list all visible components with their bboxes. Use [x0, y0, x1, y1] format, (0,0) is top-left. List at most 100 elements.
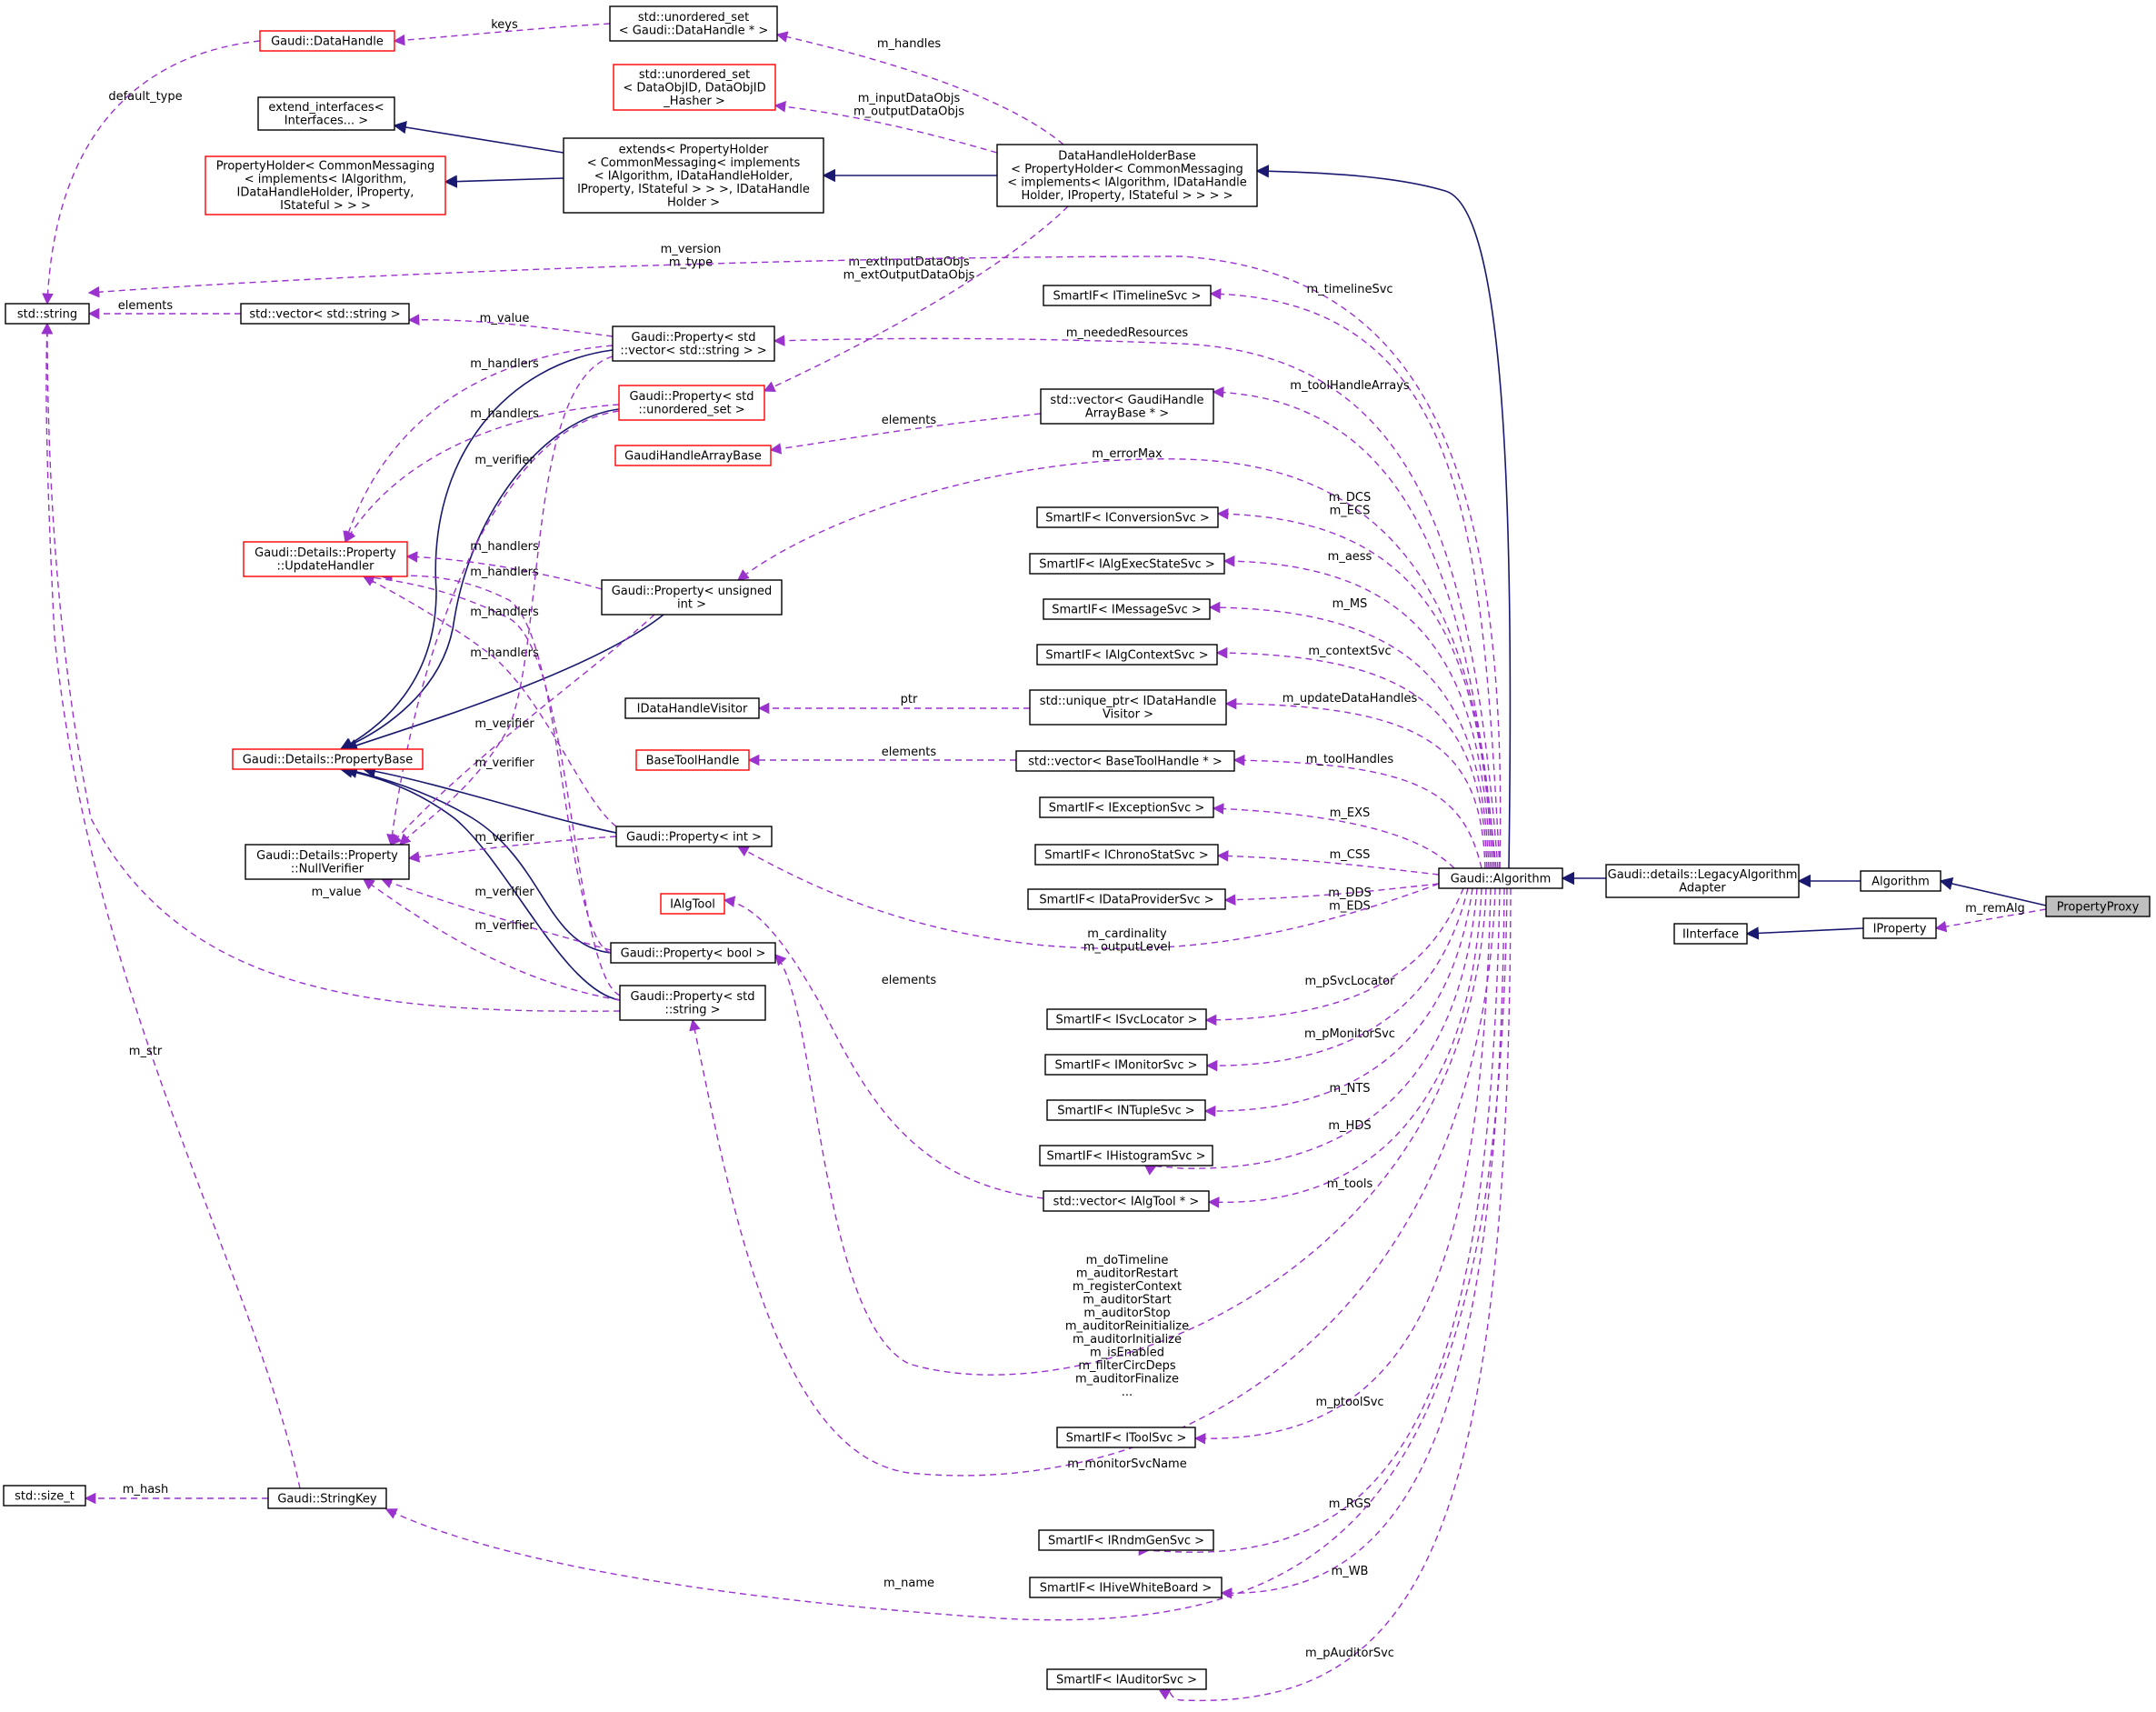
- edge-line: [87, 255, 1502, 869]
- class-node-si-monitor[interactable]: SmartIF< IMonitorSvc >: [1044, 1054, 1208, 1076]
- class-node-gh-arraybase[interactable]: GaudiHandleArrayBase: [614, 445, 772, 466]
- class-node-propholder[interactable]: PropertyHolder< CommonMessaging< impleme…: [205, 155, 446, 215]
- edge-label: m_verifier: [474, 454, 534, 467]
- node-label: IProperty, IStateful > > >, IDataHandle: [577, 183, 810, 196]
- class-node-extend-ifaces[interactable]: extend_interfaces<Interfaces... >: [257, 96, 395, 131]
- edge-line: [773, 335, 1499, 869]
- class-node-si-svcloc[interactable]: SmartIF< ISvcLocator >: [1046, 1008, 1207, 1030]
- edge-prop_uint-to-updatehandler: m_handlers: [405, 540, 603, 590]
- class-node-si-exc[interactable]: SmartIF< IExceptionSvc >: [1039, 796, 1214, 818]
- node-label: std::vector< IAlgTool * >: [1053, 1195, 1200, 1208]
- edge-label: m_auditorInitialize: [1073, 1333, 1182, 1347]
- class-node-prop-string[interactable]: Gaudi::Property< std::string >: [619, 985, 766, 1021]
- class-node-iinterface[interactable]: IInterface: [1673, 923, 1748, 945]
- class-node-basetoolhandle[interactable]: BaseToolHandle: [635, 749, 750, 771]
- class-node-dhhb[interactable]: DataHandleHolderBase< PropertyHolder< Co…: [996, 144, 1258, 207]
- edge-line: [1209, 287, 1501, 869]
- edge-prop_bool-to-nullverifier: m_verifier: [380, 877, 612, 951]
- class-node-gaudi-algorithm[interactable]: Gaudi::Algorithm: [1438, 867, 1563, 889]
- edge-gaudi_algorithm-to-vec_ialgtool: m_tools: [1207, 887, 1482, 1208]
- class-node-prop-int[interactable]: Gaudi::Property< int >: [615, 826, 773, 847]
- class-node-si-algexec[interactable]: SmartIF< IAlgExecStateSvc >: [1029, 553, 1225, 575]
- class-node-propertyproxy[interactable]: PropertyProxy: [2045, 896, 2151, 917]
- edge-line: [1159, 887, 1512, 1702]
- edge-line: [723, 896, 1044, 1199]
- node-box: [1034, 844, 1219, 866]
- edge-label: m_EXS: [1330, 806, 1371, 820]
- edge-label: m_isEnabled: [1090, 1347, 1164, 1360]
- class-node-uptr-visitor[interactable]: std::unique_ptr< IDataHandleVisitor >: [1029, 689, 1227, 726]
- class-node-prop-bool[interactable]: Gaudi::Property< bool >: [610, 942, 776, 964]
- class-node-si-algctx[interactable]: SmartIF< IAlgContextSvc >: [1036, 644, 1218, 666]
- class-node-si-conv[interactable]: SmartIF< IConversionSvc >: [1036, 506, 1219, 528]
- edge-line: [343, 345, 614, 544]
- class-node-datahandle[interactable]: Gaudi::DataHandle: [259, 30, 395, 52]
- edge-line: [362, 576, 617, 827]
- class-node-si-rndm[interactable]: SmartIF< IRndmGenSvc >: [1038, 1529, 1214, 1551]
- edge-line: [444, 175, 564, 188]
- class-node-extends-ph[interactable]: extends< PropertyHolder< CommonMessaging…: [563, 137, 824, 214]
- class-node-si-msg[interactable]: SmartIF< IMessageSvc >: [1043, 598, 1211, 620]
- class-node-si-auditor[interactable]: SmartIF< IAuditorSvc >: [1046, 1668, 1207, 1690]
- class-node-size-t[interactable]: std::size_t: [3, 1485, 86, 1507]
- class-node-updatehandler[interactable]: Gaudi::Details::Property::UpdateHandler: [243, 541, 408, 577]
- class-node-si-hivewb[interactable]: SmartIF< IHiveWhiteBoard >: [1029, 1577, 1223, 1598]
- edge-label: m_outputLevel: [1083, 941, 1171, 955]
- class-node-vec-string[interactable]: std::vector< std::string >: [240, 303, 410, 325]
- class-node-idh-visitor[interactable]: IDataHandleVisitor: [624, 697, 760, 719]
- edge-line: [362, 878, 621, 1001]
- class-node-ialgtool[interactable]: IAlgTool: [660, 893, 725, 915]
- edge-label: m_toolHandleArrays: [1290, 379, 1410, 393]
- edge-gaudi_algorithm-to-si_tool: m_ptoolSvc: [1193, 887, 1492, 1445]
- node-box: [614, 445, 772, 466]
- class-node-propbase[interactable]: Gaudi::Details::PropertyBase: [232, 748, 424, 770]
- node-label: ArrayBase * >: [1085, 407, 1169, 421]
- class-node-uset-dataobj[interactable]: std::unordered_set< DataObjID, DataObjID…: [613, 64, 776, 111]
- edge-line: [1207, 887, 1482, 1208]
- class-node-si-ntuple[interactable]: SmartIF< INTupleSvc >: [1046, 1099, 1206, 1121]
- edge-label: m_registerContext: [1073, 1280, 1182, 1294]
- edge-label: m_filterCircDeps: [1078, 1359, 1176, 1373]
- node-label: Gaudi::Property< std: [631, 331, 755, 345]
- class-node-nullverifier[interactable]: Gaudi::Details::Property::NullVerifier: [245, 844, 410, 880]
- node-box: [243, 541, 408, 577]
- edge-vec_ghab-to-gh_arraybase: elements: [769, 413, 1042, 455]
- class-node-prop-vecstr[interactable]: Gaudi::Property< std::vector< std::strin…: [612, 325, 775, 362]
- class-node-si-tool[interactable]: SmartIF< IToolSvc >: [1056, 1427, 1196, 1448]
- node-box: [1056, 1427, 1196, 1448]
- node-label: std::vector< BaseToolHandle * >: [1028, 755, 1223, 768]
- class-node-algorithm[interactable]: Algorithm: [1860, 870, 1941, 892]
- edge-line: [393, 23, 611, 46]
- class-node-vec-btoolh[interactable]: std::vector< BaseToolHandle * >: [1015, 750, 1235, 772]
- node-label: < IAlgorithm, IDataHandleHolder,: [594, 169, 794, 183]
- class-node-si-dataprov[interactable]: SmartIF< IDataProviderSvc >: [1027, 888, 1226, 910]
- edge-label: m_cardinality: [1087, 927, 1167, 941]
- class-node-prop-uset[interactable]: Gaudi::Property< std::unordered_set >: [618, 385, 765, 421]
- node-box: [1043, 1190, 1210, 1212]
- edge-gaudi_algorithm-to-si_timeline: m_timelineSvc: [1209, 283, 1501, 869]
- class-node-stringkey[interactable]: Gaudi::StringKey: [267, 1487, 387, 1509]
- edge-line: [41, 322, 301, 1489]
- edge-line: [407, 836, 617, 863]
- class-node-vec-ghab[interactable]: std::vector< GaudiHandleArrayBase * >: [1040, 388, 1214, 425]
- class-node-si-timeline[interactable]: SmartIF< ITimelineSvc >: [1043, 285, 1212, 306]
- class-node-iproperty[interactable]: IProperty: [1862, 917, 1937, 939]
- class-node-si-histo[interactable]: SmartIF< IHistogramSvc >: [1039, 1145, 1213, 1166]
- edge-label: m_WB: [1332, 1565, 1369, 1578]
- edge-line: [736, 846, 1440, 949]
- node-box: [618, 385, 765, 421]
- edge-line: [689, 887, 1496, 1477]
- class-node-vec-ialgtool[interactable]: std::vector< IAlgTool * >: [1043, 1190, 1210, 1212]
- class-node-uset-dh[interactable]: std::unordered_set< Gaudi::DataHandle * …: [609, 5, 778, 42]
- node-box: [1015, 750, 1235, 772]
- node-label: IStateful > > >: [280, 199, 371, 213]
- class-node-std-string[interactable]: std::string: [5, 303, 90, 325]
- class-node-si-chrono[interactable]: SmartIF< IChronoStatSvc >: [1034, 844, 1219, 866]
- node-label: SmartIF< IExceptionSvc >: [1049, 801, 1205, 815]
